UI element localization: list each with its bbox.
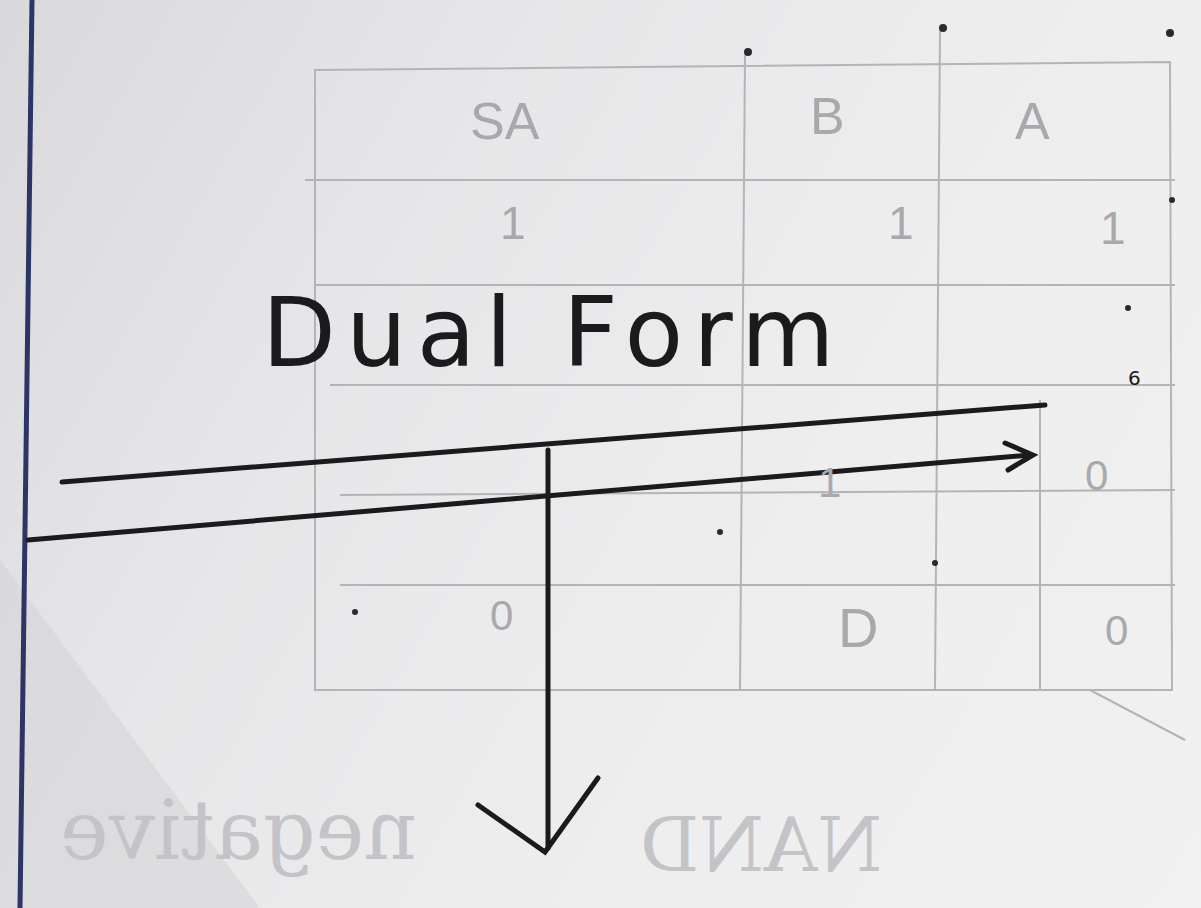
table-header: SA (470, 95, 539, 147)
table-cell: 6 (1128, 368, 1141, 388)
table-cell: 1 (1100, 205, 1126, 251)
table-header: A (1015, 95, 1050, 147)
table-cell: 0 (1105, 610, 1128, 652)
handwritten-title: Dual Form (262, 285, 845, 381)
table-cell: 0 (490, 595, 513, 637)
table-header: B (810, 90, 845, 142)
table-cell: 1 (888, 200, 914, 246)
table-cell: D (838, 600, 878, 656)
table-cell: 1 (818, 462, 841, 504)
table-cell: 1 (500, 200, 526, 246)
table-cell: 0 (1085, 455, 1108, 497)
show-through-text: NAND (640, 808, 882, 882)
show-through-text: negative (60, 790, 417, 872)
